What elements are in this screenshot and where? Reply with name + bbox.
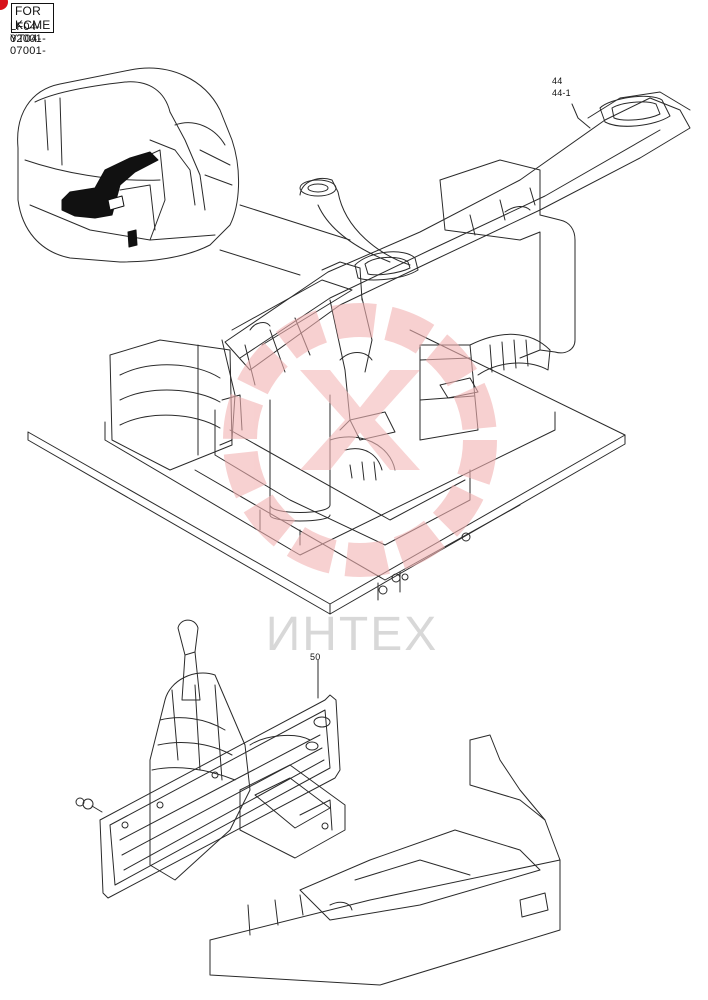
- console-assembly: [75, 619, 561, 986]
- leader-line-44: [571, 103, 591, 129]
- watermark-text: ИНТЕХ: [266, 608, 439, 661]
- serial-number-1: LF04-02001-: [10, 21, 47, 45]
- machine-inset: [17, 67, 351, 276]
- kcme-badge: FOR KCME: [11, 3, 55, 33]
- serial-number-2: YT04-07001-: [10, 33, 47, 57]
- watermark-logo: [223, 303, 497, 577]
- callout-50: 50: [310, 652, 321, 662]
- corner-marker: [0, 0, 8, 10]
- callout-44-1: 44-1: [552, 88, 571, 98]
- callout-44: 44: [552, 76, 563, 86]
